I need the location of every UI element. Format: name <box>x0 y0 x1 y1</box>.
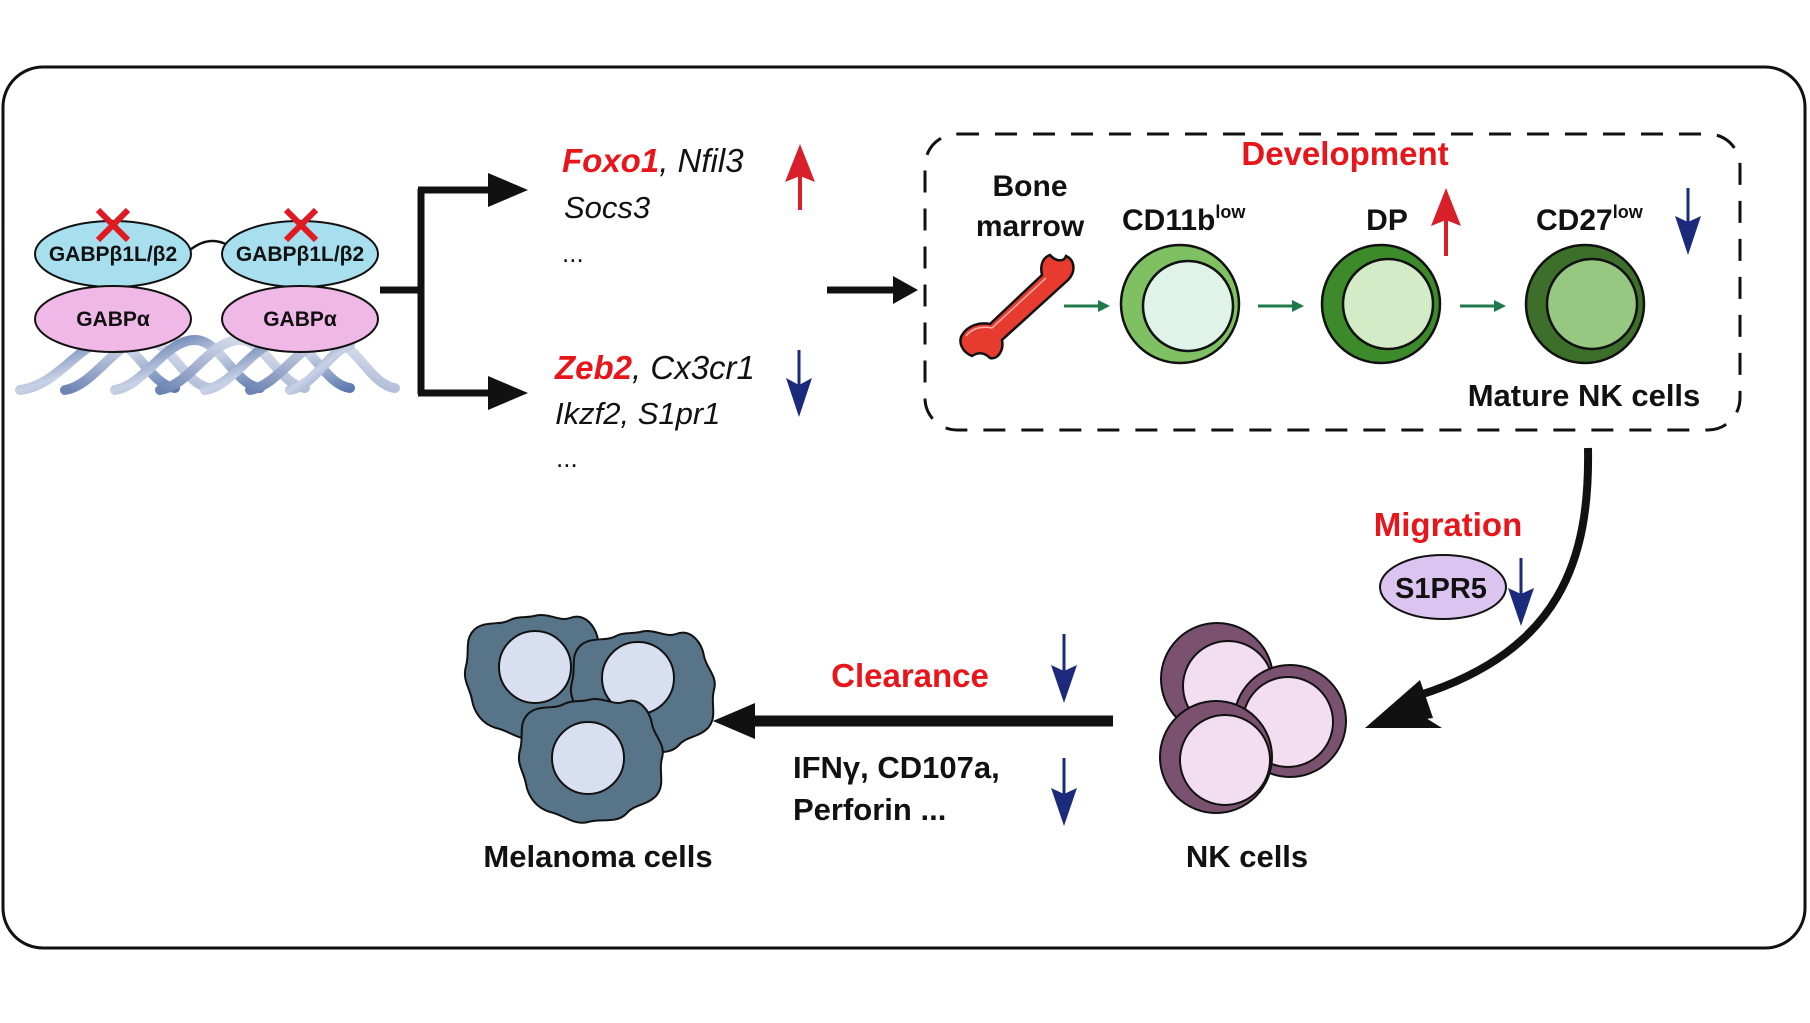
arrow-to-development <box>827 276 918 304</box>
alpha-subunit-left <box>34 285 192 353</box>
svg-text:Foxo1, Nfil3: Foxo1, Nfil3 <box>562 142 744 179</box>
gene-foxo1: Foxo1 <box>562 142 659 179</box>
downregulated-genes: Zeb2, Cx3cr1 Ikzf2, S1pr1 ... <box>554 349 812 473</box>
down-arrow-icon <box>786 350 812 417</box>
cell-nucleus <box>1341 257 1435 351</box>
development-box <box>923 132 1742 432</box>
melanoma-cell <box>517 698 664 824</box>
gene-cx3cr1: Cx3cr1 <box>650 349 755 386</box>
bone-icon <box>959 253 1075 360</box>
stage-label: DP <box>1366 204 1408 237</box>
downregulated-ellipsis: ... <box>556 443 578 473</box>
gene-ikzf2-s1pr1: Ikzf2, S1pr1 <box>555 396 720 431</box>
svg-text:Zeb2, Cx3cr1: Zeb2, Cx3cr1 <box>554 349 755 386</box>
down-arrow-icon <box>1675 188 1701 255</box>
flow-arrow-icon <box>1460 300 1506 312</box>
gene-nfil3: Nfil3 <box>678 142 745 179</box>
gene-zeb2: Zeb2 <box>554 349 633 386</box>
stage-label: CD11blow <box>1122 202 1246 237</box>
effectors-line2: Perforin ... <box>793 792 946 827</box>
knockout-x-icon <box>95 207 131 243</box>
clearance-arrow <box>713 703 1113 739</box>
down-arrow-icon <box>1051 758 1077 826</box>
cell-nucleus <box>1141 259 1235 353</box>
alpha-subunit-left-label: GABPα <box>76 308 150 331</box>
stage-label: CD27low <box>1536 202 1644 237</box>
flow-arrow-icon <box>1064 300 1110 312</box>
knockout-x-icon <box>283 207 319 243</box>
arrow-head-icon <box>488 376 528 410</box>
up-arrow-icon <box>1431 188 1461 256</box>
arrow-head-icon <box>488 173 528 207</box>
stage-dp: DP <box>1320 188 1461 365</box>
gene-socs3: Socs3 <box>564 190 650 225</box>
gabp-complex: GABPβ1L/β2 GABPβ1L/β2 GABPα GABPα <box>15 207 400 395</box>
clearance-title: Clearance <box>831 657 989 694</box>
mature-nk-label: Mature NK cells <box>1468 378 1701 413</box>
bone-marrow-label-line2: marrow <box>976 210 1085 243</box>
branch-arrows <box>380 173 528 410</box>
s1pr5-label: S1PR5 <box>1395 573 1487 605</box>
migration-title: Migration <box>1374 506 1522 543</box>
gene-separator: , <box>632 349 650 386</box>
effectors-line1: IFNγ, CD107a, <box>793 750 1000 785</box>
cell-nucleus <box>1545 257 1639 351</box>
upregulated-ellipsis: ... <box>562 238 584 268</box>
melanoma-cells-label: Melanoma cells <box>483 839 712 874</box>
upregulated-genes: Foxo1, Nfil3 Socs3 ... <box>562 142 815 268</box>
down-arrow-icon <box>1051 634 1077 703</box>
up-arrow-icon <box>785 144 815 210</box>
dna-helix-icon <box>15 334 400 395</box>
nk-cell-cluster <box>1159 622 1347 814</box>
migration-arrow <box>1365 447 1593 728</box>
beta-subunit-right-label: GABPβ1L/β2 <box>236 243 364 266</box>
development-title: Development <box>1241 135 1448 172</box>
gene-separator: , <box>659 142 677 179</box>
s1pr5-receptor: S1PR5 <box>1379 554 1507 620</box>
down-arrow-icon <box>1508 558 1534 626</box>
bone-marrow-label-line1: Bone <box>993 170 1068 203</box>
beta-subunit-left-label: GABPβ1L/β2 <box>49 243 177 266</box>
alpha-subunit-right <box>221 285 379 353</box>
melanoma-cell-cluster <box>463 614 716 824</box>
alpha-subunit-right-label: GABPα <box>263 308 337 331</box>
nk-cell <box>1159 700 1273 814</box>
flow-arrow-icon <box>1258 300 1304 312</box>
stage-cd11b-low: CD11blow <box>1119 202 1246 365</box>
stage-cd27-low: CD27low <box>1524 188 1701 365</box>
nk-cells-label: NK cells <box>1186 839 1308 874</box>
outer-frame <box>1 65 1807 950</box>
